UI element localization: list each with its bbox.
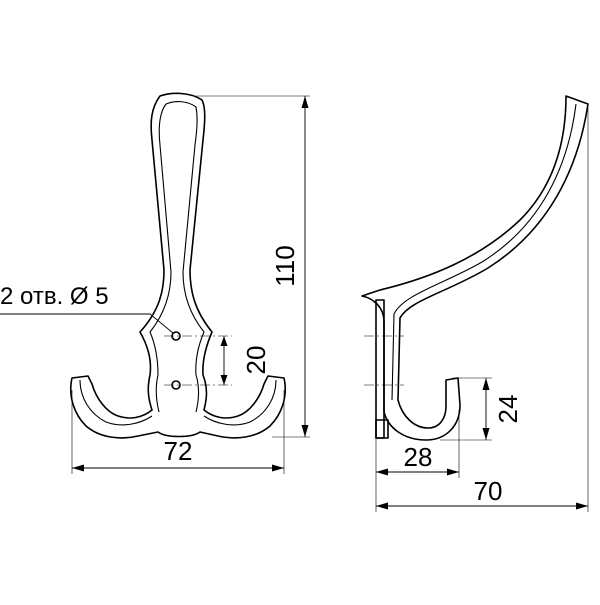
front-view: 2 отв. Ø 5 20 110 72 xyxy=(0,92,310,474)
side-hook-outline xyxy=(361,95,589,441)
side-wall-plate xyxy=(375,299,385,439)
dim-24-arrow-top xyxy=(482,378,490,390)
front-hook-edge-line xyxy=(149,101,205,413)
front-hook-outline xyxy=(70,92,286,439)
dim-70-text: 70 xyxy=(474,476,503,506)
dim-72-arrow-left xyxy=(72,464,84,472)
dim-20-text: 20 xyxy=(241,346,271,375)
front-left-hook-inner xyxy=(79,379,153,426)
front-right-hook-inner xyxy=(203,379,277,426)
dim-20-arrow-bottom xyxy=(220,375,228,385)
side-hook-edge-line xyxy=(391,103,577,401)
dim-28-text: 28 xyxy=(404,442,433,472)
dim-110-arrow-bottom xyxy=(301,425,309,437)
hole-note-text: 2 отв. Ø 5 xyxy=(0,283,109,310)
side-base-block xyxy=(375,419,389,439)
side-view: 24 28 70 xyxy=(361,95,589,512)
dim-70-arrow-right xyxy=(576,502,588,510)
hole-note-leader xyxy=(149,313,174,334)
dim-72-text: 72 xyxy=(164,436,193,466)
dim-24-arrow-bottom xyxy=(482,428,490,440)
dim-24-text: 24 xyxy=(493,395,523,424)
dim-72-arrow-right xyxy=(272,464,284,472)
dim-28-arrow-right xyxy=(447,468,459,476)
dim-110-arrow-top xyxy=(301,96,309,108)
dim-28-arrow-left xyxy=(376,468,388,476)
dim-110-text: 110 xyxy=(270,245,300,286)
dim-20-arrow-top xyxy=(220,336,228,346)
dim-70-arrow-left xyxy=(376,502,388,510)
